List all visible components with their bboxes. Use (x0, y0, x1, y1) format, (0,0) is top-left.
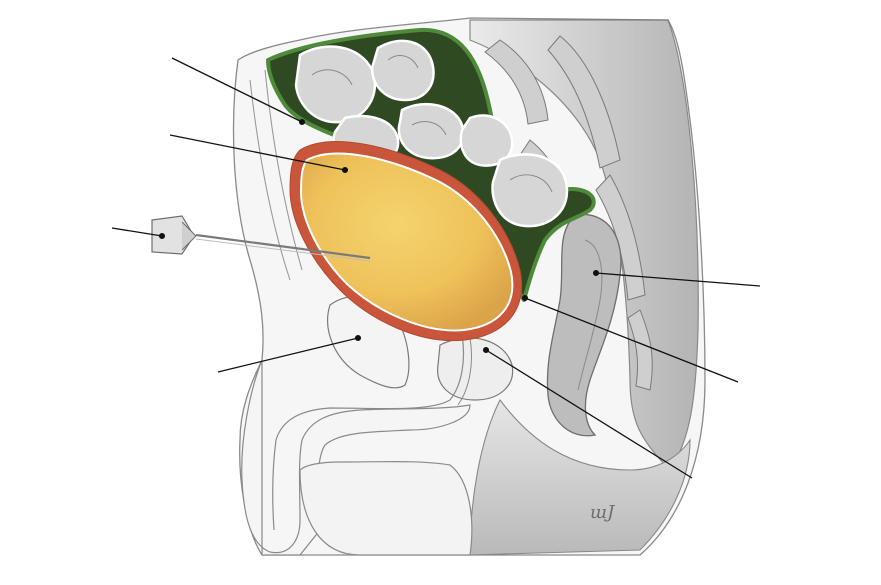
callout-line-7 (485, 349, 693, 479)
callout-line-2 (169, 134, 346, 171)
penis (241, 359, 471, 556)
callout-line-1 (171, 57, 303, 123)
scrotum (299, 461, 473, 556)
callout-line-4 (217, 337, 359, 373)
callout-line-3 (111, 227, 163, 237)
callout-line-5 (595, 272, 761, 287)
needle (151, 215, 371, 262)
callout-lines (111, 57, 761, 479)
urethra (272, 334, 465, 531)
bowel-loops (294, 39, 569, 228)
perineum (469, 398, 691, 556)
bladder (299, 152, 514, 332)
prostate (437, 337, 514, 401)
artist-signature: ɯJ (590, 502, 615, 523)
rectum (546, 213, 622, 437)
callout-line-6 (524, 297, 739, 383)
